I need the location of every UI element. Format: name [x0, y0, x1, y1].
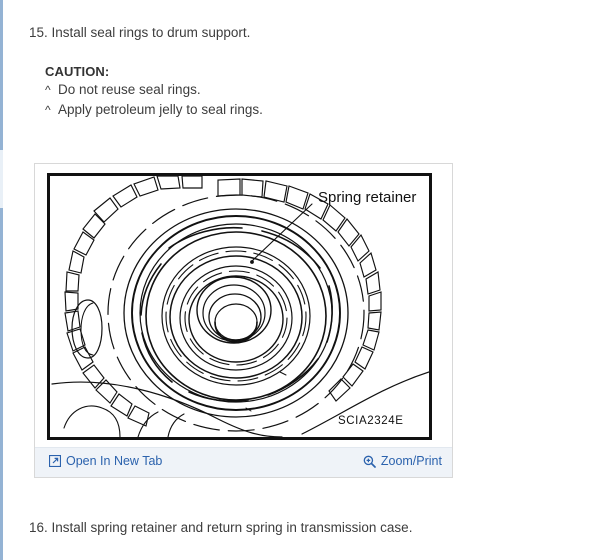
spring-retainer-callout-label: Spring retainer — [318, 189, 416, 206]
caution-bullet-marker: ^ — [45, 83, 51, 97]
figure-panel: Spring retainer SCIA2324E Open In New Ta… — [34, 163, 453, 478]
transmission-drum-illustration: Spring retainer SCIA2324E — [51, 176, 429, 437]
figure-code-label: SCIA2324E — [338, 415, 404, 427]
figure-image[interactable]: Spring retainer SCIA2324E — [47, 173, 432, 440]
open-in-new-tab-link[interactable]: Open In New Tab — [48, 454, 163, 468]
step-15-text: 15. Install seal rings to drum support. — [29, 25, 251, 40]
caution-item-text: Do not reuse seal rings. — [58, 82, 201, 97]
caution-item: ^ Apply petroleum jelly to seal rings. — [45, 100, 263, 120]
caution-item: ^ Do not reuse seal rings. — [45, 80, 263, 100]
figure-footer-bar: Open In New Tab Zoom/Print — [35, 447, 452, 477]
document-page: 15. Install seal rings to drum support. … — [3, 0, 602, 560]
left-page-rail — [0, 0, 3, 560]
step-16-text: 16. Install spring retainer and return s… — [29, 520, 413, 535]
caution-block: CAUTION: ^ Do not reuse seal rings. ^ Appl… — [45, 63, 263, 120]
open-in-new-tab-label: Open In New Tab — [66, 454, 163, 468]
magnifier-plus-icon — [363, 455, 376, 468]
open-in-new-icon — [48, 454, 62, 468]
zoom-print-label: Zoom/Print — [380, 454, 442, 468]
zoom-print-link[interactable]: Zoom/Print — [363, 454, 442, 468]
left-page-rail-highlight — [0, 150, 3, 208]
caution-heading: CAUTION: — [45, 64, 110, 79]
caution-item-text: Apply petroleum jelly to seal rings. — [58, 102, 263, 117]
caution-bullet-marker: ^ — [45, 103, 51, 117]
